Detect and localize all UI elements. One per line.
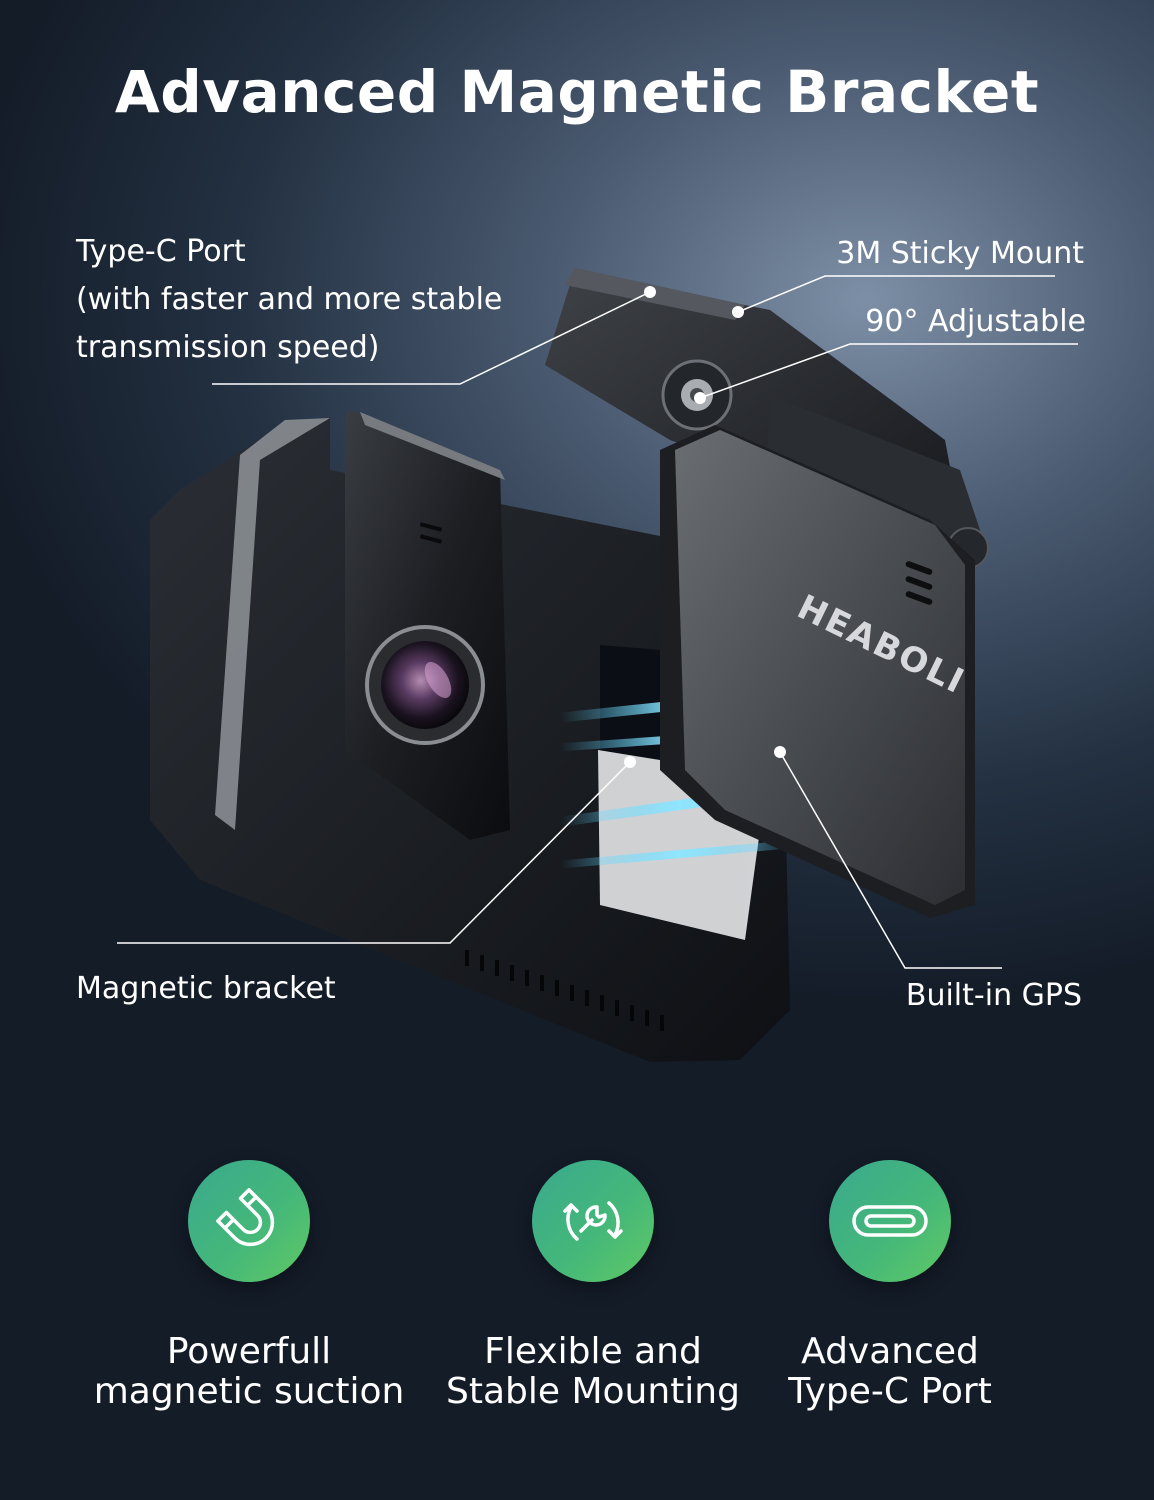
feature-label-magnetic: Powerfull magnetic suction — [69, 1332, 429, 1412]
feature-label-type-c: Advanced Type-C Port — [710, 1332, 1070, 1412]
feature-label-flexible: Flexible and Stable Mounting — [413, 1332, 773, 1412]
callout-magnetic-bracket-label: Magnetic bracket — [76, 971, 336, 1006]
feature-magnetic-line1: Powerfull — [166, 1331, 332, 1372]
feature-flexible-line2: Stable Mounting — [446, 1371, 740, 1412]
feature-flexible-line1: Flexible and — [484, 1331, 702, 1372]
feature-type-c-line2: Type-C Port — [788, 1371, 992, 1412]
callout-adjustable-label: 90° Adjustable — [865, 304, 1086, 339]
dash-cam-illustration: HEABOLI — [150, 268, 989, 1062]
callout-magnetic-bracket: Magnetic bracket — [76, 965, 336, 1013]
callout-sticky-mount: 3M Sticky Mount — [836, 230, 1084, 278]
callout-built-in-gps: Built-in GPS — [906, 972, 1082, 1020]
feature-magnetic-suction: Powerfull magnetic suction — [69, 1160, 429, 1412]
callout-adjustable: 90° Adjustable — [865, 298, 1086, 346]
page-title: Advanced Magnetic Bracket — [114, 58, 1040, 126]
usb-c-port-icon — [829, 1160, 951, 1282]
callout-type-c-port: Type-C Port (with faster and more stable… — [76, 228, 502, 372]
vent-slots — [465, 950, 664, 1031]
callout-sticky-mount-label: 3M Sticky Mount — [836, 236, 1084, 271]
callout-type-c-line2: (with faster and more stable — [76, 282, 503, 317]
wrench-rotate-icon — [532, 1160, 654, 1282]
camera-lens — [365, 625, 485, 745]
gps-plate-vents — [905, 561, 933, 605]
callout-built-in-gps-label: Built-in GPS — [905, 978, 1082, 1013]
feature-type-c-port: Advanced Type-C Port — [710, 1160, 1070, 1412]
feature-type-c-line1: Advanced — [801, 1331, 979, 1372]
swivel-knob — [661, 359, 733, 431]
callout-type-c-line1: Type-C Port — [76, 234, 246, 269]
magnet-icon — [188, 1160, 310, 1282]
feature-flexible-mounting: Flexible and Stable Mounting — [413, 1160, 773, 1412]
callout-type-c-line3: transmission speed) — [76, 330, 380, 365]
feature-magnetic-line2: magnetic suction — [93, 1371, 405, 1412]
